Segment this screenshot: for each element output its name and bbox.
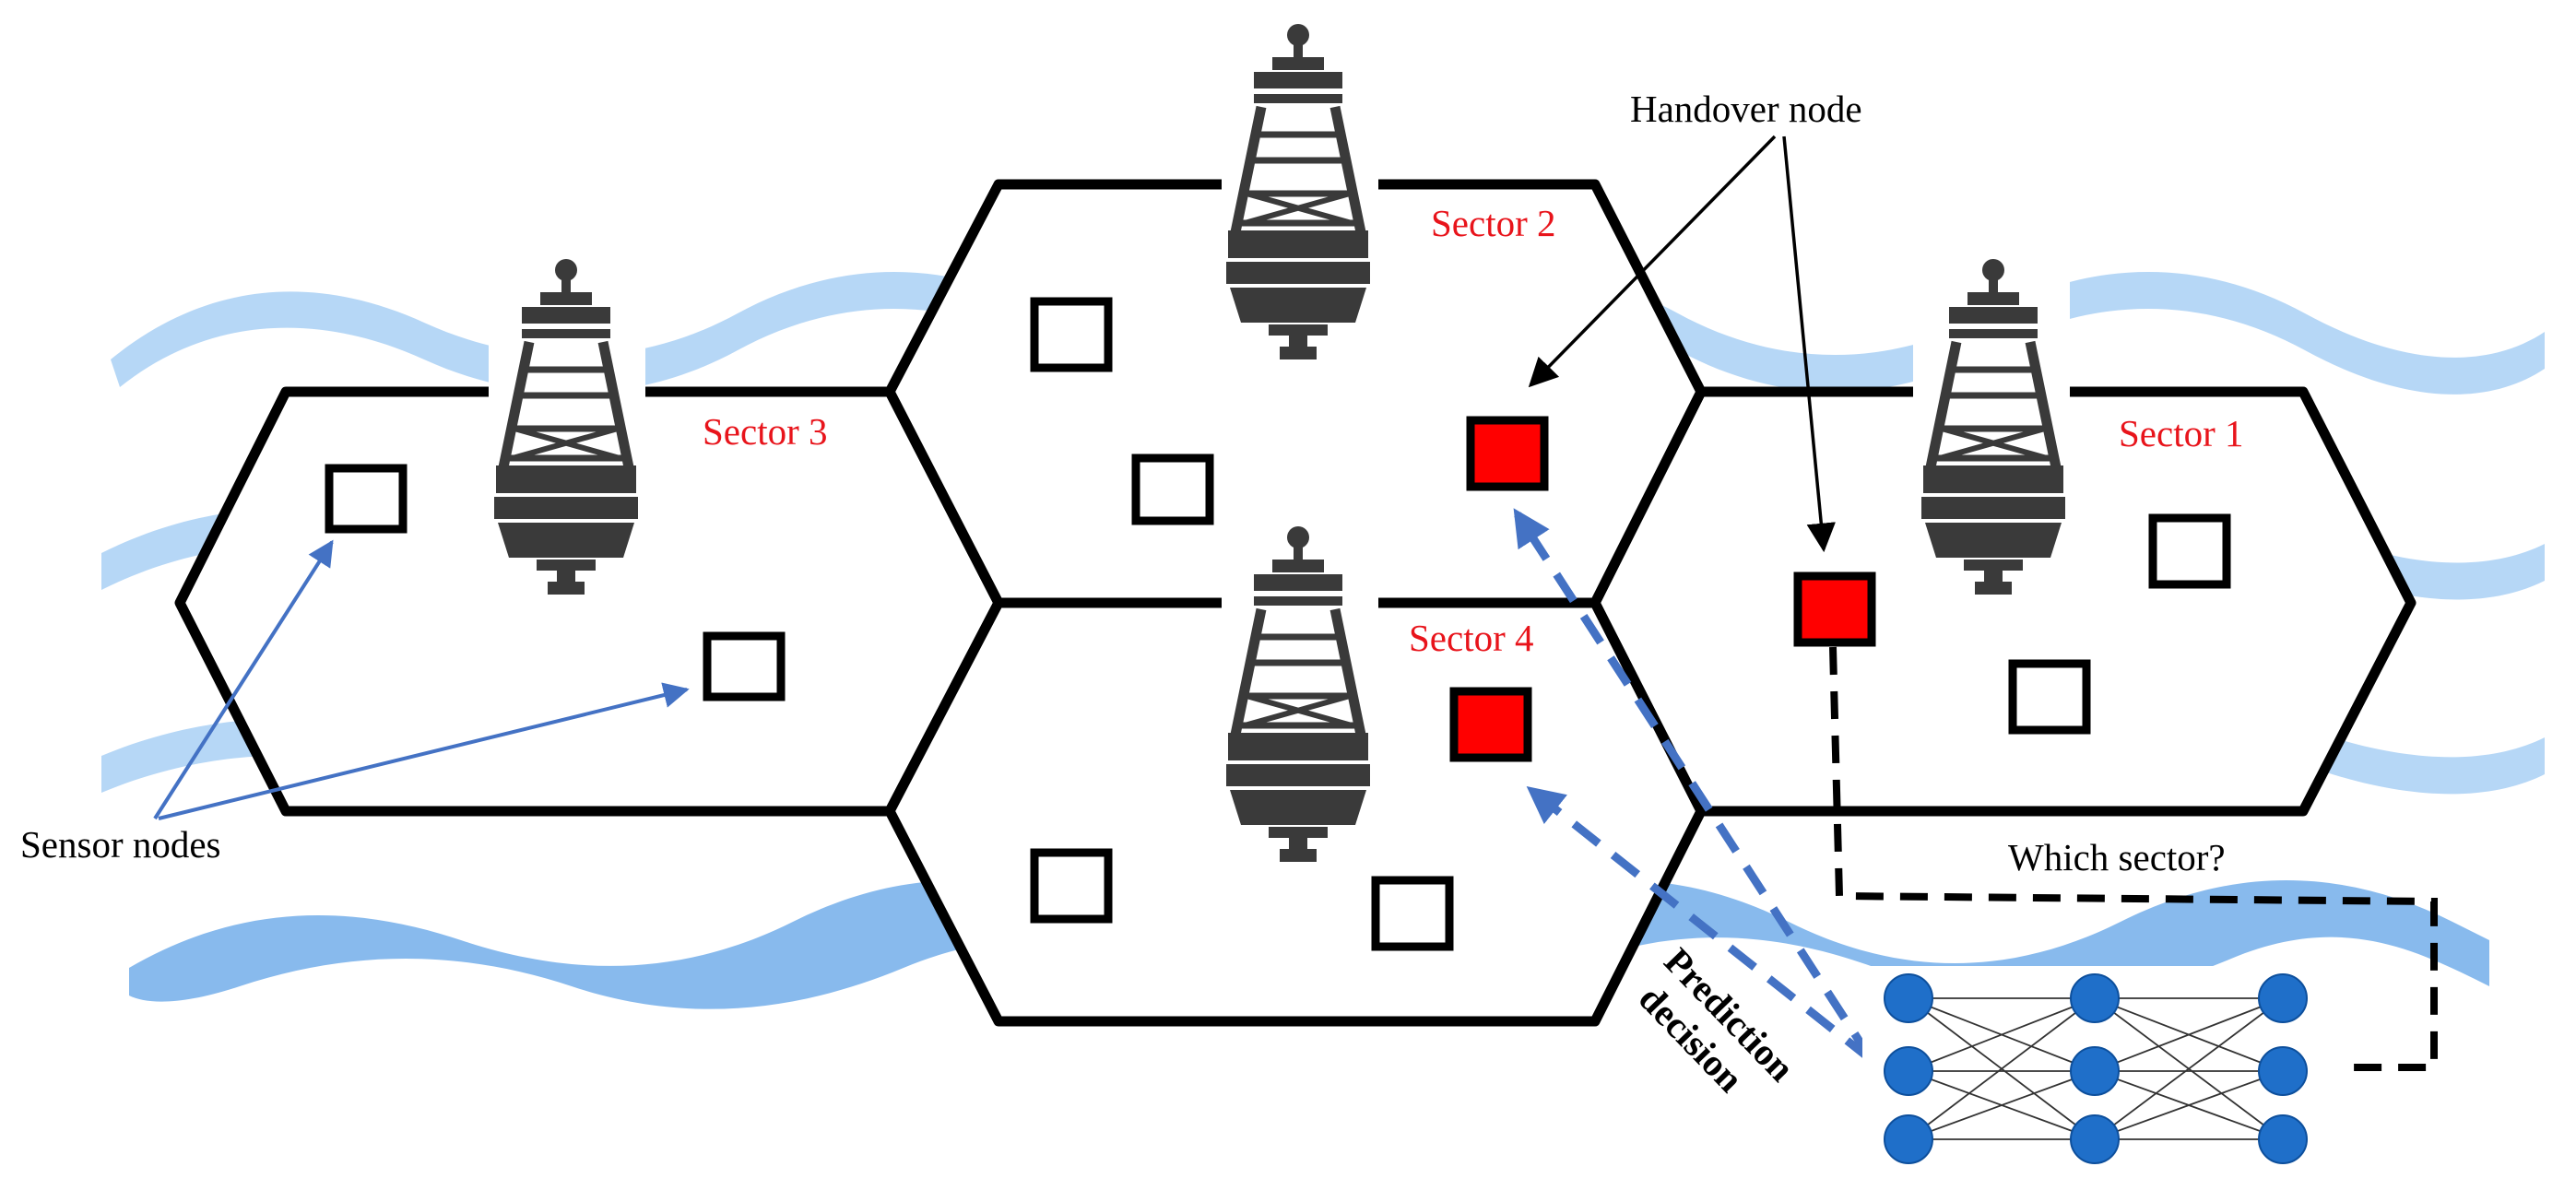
handover-arrow-right — [1782, 135, 1836, 553]
sensor-node-icon — [703, 631, 786, 701]
buoys — [489, 24, 2070, 876]
neural-network-icon — [1862, 966, 2342, 1180]
sensor-node-icon — [2148, 513, 2231, 589]
sensor-node-icon — [1371, 876, 1454, 951]
sensor-node-icon — [325, 464, 408, 534]
which-sector-path — [1829, 646, 2438, 1071]
sensor-node-icon — [1131, 454, 1214, 525]
handover-arrow-left — [1528, 135, 1777, 388]
sensor-arrow-1 — [153, 539, 334, 820]
sensor-node-icon — [1030, 848, 1113, 924]
prediction-arrow-lower — [1526, 785, 1874, 1064]
sensor-arrow-2 — [158, 682, 690, 820]
which-sector-label: Which sector? — [2008, 836, 2226, 878]
handover-nodes — [1449, 416, 1876, 762]
sensor-nodes — [325, 297, 2231, 951]
sector-3-label: Sector 3 — [703, 410, 828, 453]
sensor-nodes-label: Sensor nodes — [20, 823, 221, 866]
sector-2-hexagon — [884, 179, 1707, 608]
prediction-arrow-upper — [1513, 508, 1875, 1063]
handover-node-label: Handover node — [1630, 88, 1862, 130]
sector-4-label: Sector 4 — [1409, 617, 1534, 659]
handover-node-icon — [1449, 687, 1532, 762]
sensor-node-icon — [2008, 659, 2091, 735]
sector-1-label: Sector 1 — [2119, 412, 2244, 454]
handover-node-icon — [1466, 416, 1549, 491]
prediction-decision-label: Prediction decision — [1631, 939, 1803, 1100]
handover-node-icon — [1793, 571, 1876, 647]
sector-2-label: Sector 2 — [1431, 202, 1556, 244]
sensor-node-icon — [1030, 297, 1113, 372]
